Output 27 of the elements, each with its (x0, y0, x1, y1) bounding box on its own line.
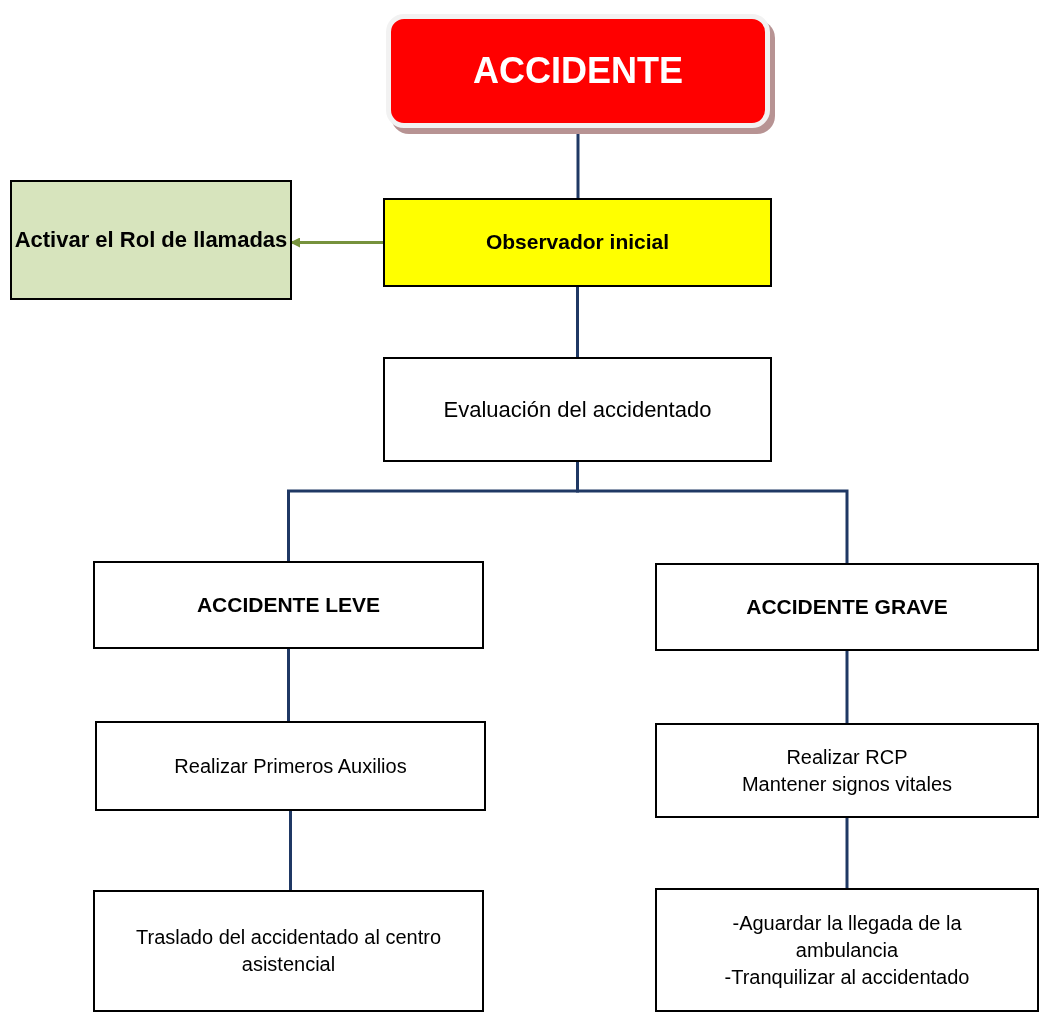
process-box (93, 890, 484, 1012)
box-text: Observador inicial (485, 229, 670, 256)
box-text: -Tranquilizar al accidentado (724, 964, 970, 990)
process-box (383, 198, 772, 287)
box-text: ACCIDENTE GRAVE (746, 593, 948, 620)
box-text: ACCIDENTE (473, 48, 683, 93)
box-text: Traslado del accidentado al centro asistencial (135, 925, 442, 977)
process-box (655, 723, 1039, 818)
connector-line (576, 462, 849, 563)
box-text: Activar el Rol de llamadas (14, 226, 288, 255)
connector-line (289, 811, 292, 890)
process-box (10, 180, 292, 300)
box-text: Realizar Primeros Auxilios (174, 753, 407, 779)
connector-line (287, 649, 290, 721)
process-box (95, 721, 486, 811)
connector-line (576, 287, 579, 357)
process-box (655, 888, 1039, 1012)
process-box (383, 357, 772, 462)
connector-line (845, 651, 849, 723)
box-text: Evaluación del accidentado (443, 395, 712, 424)
box-text: Mantener signos vitales (741, 771, 953, 797)
process-box (93, 561, 484, 649)
box-text: Realizar RCP (786, 744, 908, 770)
process-box (655, 563, 1039, 651)
connector-line (845, 818, 849, 888)
box-text: ACCIDENTE LEVE (196, 591, 381, 618)
box-text: -Aguardar la llegada de la ambulancia (731, 910, 963, 963)
